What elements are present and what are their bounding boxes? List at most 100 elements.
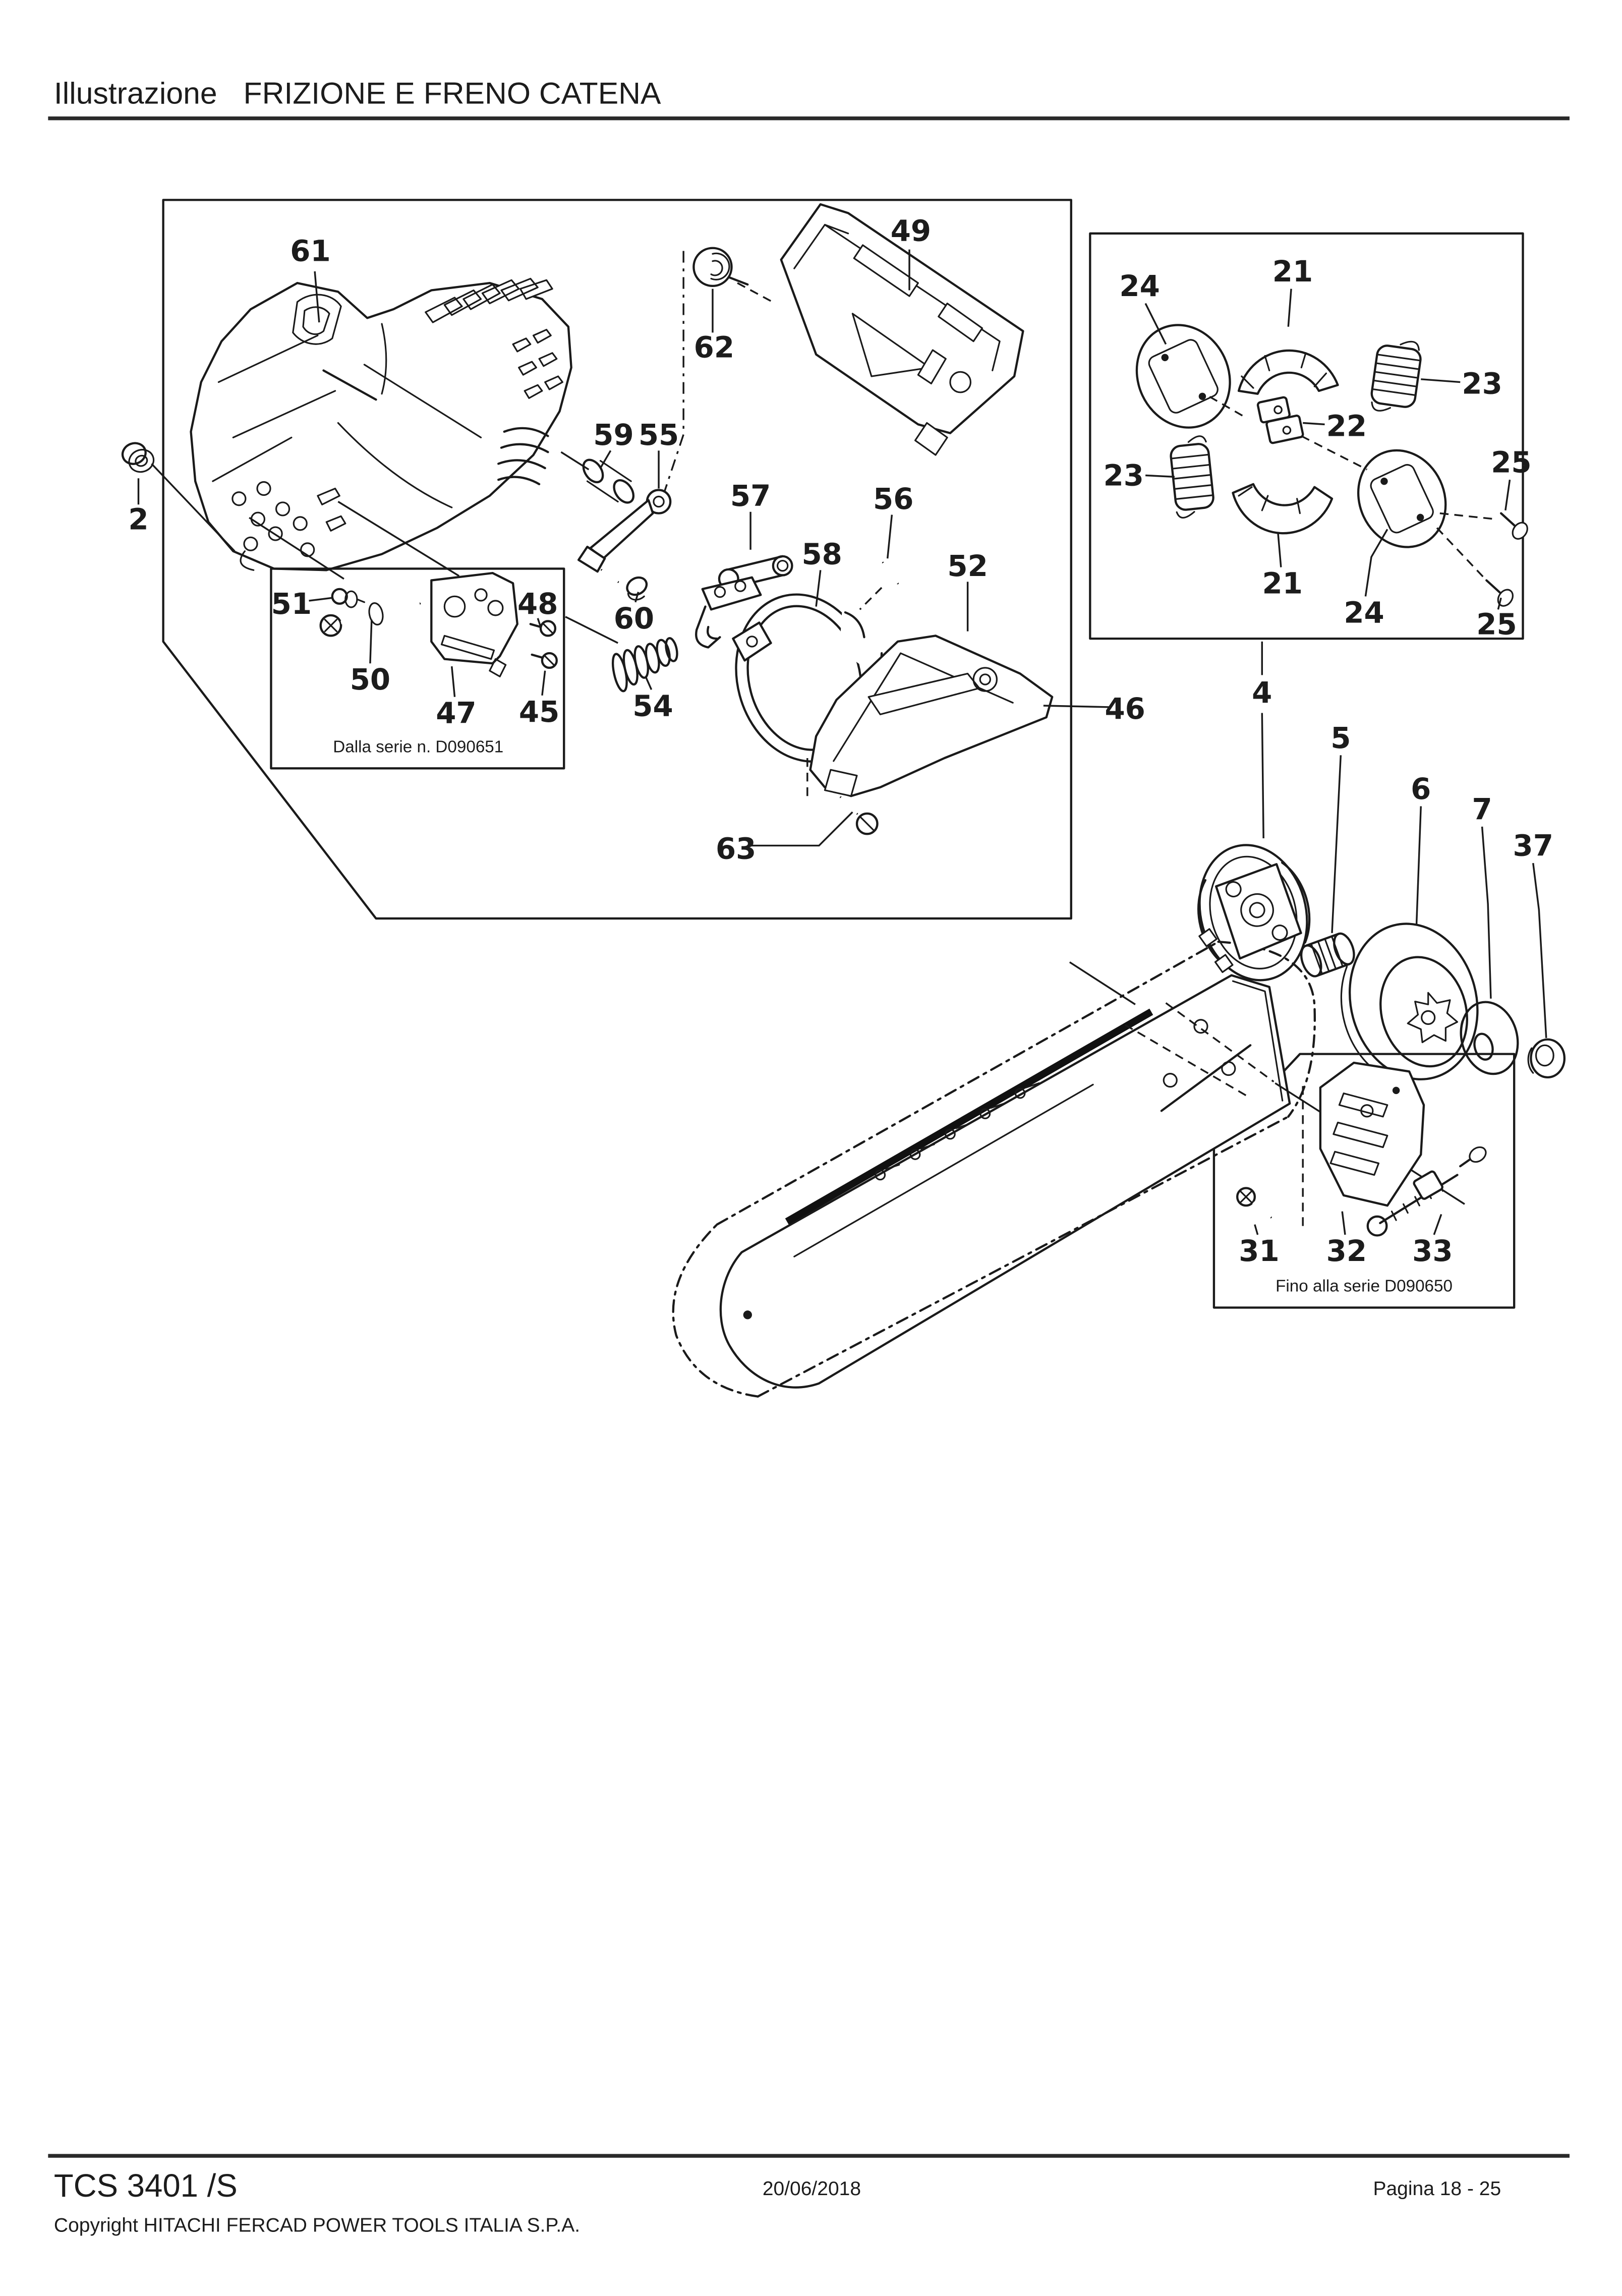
part-label-55: 55 bbox=[639, 418, 679, 452]
leader-part-63 bbox=[750, 811, 853, 847]
part-label-31: 31 bbox=[1239, 1234, 1279, 1268]
washer-7 bbox=[1460, 1001, 1519, 1075]
leader-housing-dalla-2 bbox=[337, 501, 460, 577]
leader-part-58 bbox=[815, 570, 822, 607]
part-label-22: 22 bbox=[1326, 409, 1367, 443]
footer-model: TCS 3401 /S bbox=[54, 2168, 238, 2204]
clutch-assembly-4 bbox=[1197, 844, 1311, 982]
part-label-33: 33 bbox=[1412, 1234, 1453, 1268]
part-label-52: 52 bbox=[947, 549, 988, 583]
leader-part-22 bbox=[1303, 422, 1325, 426]
chain-brake-cover-49 bbox=[780, 203, 1024, 456]
leader-dalla-spring bbox=[565, 616, 618, 644]
leader-part-31 bbox=[1254, 1224, 1259, 1235]
screw-63 bbox=[839, 796, 879, 835]
footer-page-number: Pagina 18 - 25 bbox=[1373, 2178, 1501, 2200]
header: Illustrazione FRIZIONE E FRENO CATENA bbox=[48, 76, 1570, 121]
leader-part-7 bbox=[1481, 826, 1492, 999]
leader-part-59 bbox=[599, 450, 612, 469]
part-label-25: 25 bbox=[1476, 607, 1517, 641]
leader-part-5 bbox=[1331, 755, 1342, 933]
leader-part-25 bbox=[1504, 479, 1511, 511]
stop-pin-56 bbox=[881, 561, 900, 585]
nut-part-2 bbox=[121, 442, 236, 552]
leader-4-lower bbox=[1261, 713, 1264, 839]
leader-part-45 bbox=[541, 670, 546, 696]
part-label-61: 61 bbox=[290, 234, 330, 268]
part-label-45: 45 bbox=[519, 695, 559, 729]
part-label-5: 5 bbox=[1330, 721, 1351, 755]
part-label-47: 47 bbox=[436, 696, 476, 730]
bushing-37 bbox=[1527, 1038, 1566, 1079]
part-label-2: 2 bbox=[128, 502, 148, 536]
saw-chain-46-drawing bbox=[672, 940, 1316, 1398]
leader-part-46 bbox=[1043, 705, 1111, 708]
part-label-57: 57 bbox=[730, 479, 771, 513]
leader-part-32 bbox=[1341, 1211, 1346, 1235]
dalla-serie-box bbox=[270, 567, 565, 770]
part-label-37: 37 bbox=[1513, 829, 1553, 863]
part-label-7: 7 bbox=[1472, 792, 1492, 826]
leader-part-47 bbox=[451, 666, 456, 697]
leader-part-37 bbox=[1532, 863, 1547, 1038]
guide-bar-drawing bbox=[719, 974, 1291, 1389]
leader-part-24 bbox=[1364, 529, 1388, 597]
clutch-shoe-kit-group bbox=[1135, 324, 1528, 607]
leader-part-56 bbox=[886, 514, 893, 559]
footer-copyright: Copyright HITACHI FERCAD POWER TOOLS ITA… bbox=[54, 2214, 580, 2236]
part-label-4: 4 bbox=[1252, 675, 1272, 710]
leader-housing-dalla-1 bbox=[249, 516, 344, 580]
leader-part-60 bbox=[634, 592, 640, 603]
part-label-25: 25 bbox=[1491, 445, 1531, 480]
header-section-label: Illustrazione bbox=[54, 76, 217, 110]
leader-part-21 bbox=[1277, 533, 1282, 567]
part-label-24: 24 bbox=[1119, 269, 1160, 303]
part-label-51: 51 bbox=[271, 587, 312, 621]
clutch-drum-6 bbox=[1340, 923, 1479, 1080]
part-label-56: 56 bbox=[873, 482, 913, 516]
fino-serie-caption: Fino alla serie D090650 bbox=[1276, 1277, 1453, 1296]
leader-part-48 bbox=[537, 618, 542, 627]
brake-bracket-group bbox=[319, 571, 558, 677]
brake-spring-62 bbox=[692, 247, 776, 305]
needle-bearing-5 bbox=[1300, 932, 1355, 978]
leader-part-21 bbox=[1287, 289, 1292, 327]
leader-bar-box-dashed-2 bbox=[1165, 1002, 1275, 1082]
part-label-6: 6 bbox=[1411, 772, 1431, 806]
main-enclosure-box bbox=[162, 199, 1072, 920]
part-label-60: 60 bbox=[614, 601, 654, 636]
brake-lever-57 bbox=[695, 555, 793, 649]
page-title: FRIZIONE E FRENO CATENA bbox=[244, 76, 661, 110]
engine-housing-drawing bbox=[190, 277, 572, 571]
part-label-59: 59 bbox=[593, 418, 633, 452]
part-label-62: 62 bbox=[694, 330, 734, 364]
tensioner-lever-group bbox=[577, 251, 684, 693]
part-label-23: 23 bbox=[1462, 367, 1502, 401]
part-label-46: 46 bbox=[1105, 692, 1145, 726]
part-label-63: 63 bbox=[716, 831, 756, 866]
old-series-tensioner-group bbox=[1236, 1061, 1487, 1237]
chain-guard-52 bbox=[806, 635, 1054, 799]
leader-part-23 bbox=[1145, 474, 1175, 478]
leader-part-6 bbox=[1415, 806, 1422, 925]
part-label-21: 21 bbox=[1262, 566, 1303, 601]
footer: TCS 3401 /S 20/06/2018 Pagina 18 - 25 Co… bbox=[48, 2154, 1570, 2236]
leader-part-54 bbox=[645, 676, 653, 690]
leader-part-23 bbox=[1421, 378, 1461, 383]
leader-bar-box-dashed-1 bbox=[1124, 1024, 1248, 1097]
part-label-49: 49 bbox=[891, 213, 931, 248]
leader-part-61 bbox=[314, 271, 320, 323]
dalla-serie-caption: Dalla serie n. D090651 bbox=[333, 738, 503, 757]
part-label-32: 32 bbox=[1326, 1234, 1367, 1268]
footer-date: 20/06/2018 bbox=[763, 2178, 861, 2200]
part-label-23: 23 bbox=[1104, 458, 1144, 493]
part-label-48: 48 bbox=[517, 587, 558, 621]
leader-part-24 bbox=[1144, 303, 1167, 345]
part-label-21: 21 bbox=[1272, 254, 1313, 289]
clutch-detail-box bbox=[1089, 232, 1524, 640]
part-label-50: 50 bbox=[350, 662, 390, 697]
leader-part-50 bbox=[369, 619, 373, 664]
part-label-58: 58 bbox=[801, 537, 842, 571]
